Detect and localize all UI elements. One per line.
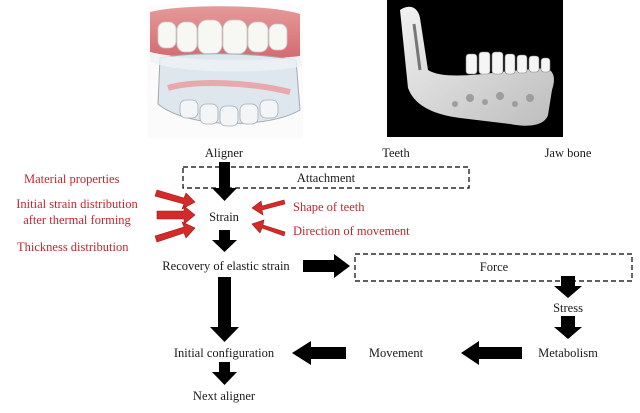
factor-material-properties: Material properties [24,172,120,186]
arrow-recovery-to-initial-config [210,277,239,342]
node-stress: Stress [553,301,583,315]
node-force: Force [479,260,509,274]
attachment-box [182,166,470,189]
jaw-bone-illustration [387,0,563,137]
arrow-force-to-stress [554,276,582,298]
arrow-initial-config-to-next [212,362,237,385]
factor-arrow-shape [251,199,286,216]
caption-aligner: Aligner [204,146,244,160]
factor-initial-strain-line1: Initial strain distribution [16,197,138,211]
factor-arrow-thickness [154,221,196,243]
node-recovery-of-elastic-strain: Recovery of elastic strain [162,259,290,273]
node-initial-configuration: Initial configuration [173,346,275,360]
node-movement: Movement [368,346,424,360]
caption-teeth: Teeth [382,146,410,160]
caption-jaw-bone: Jaw bone [544,146,592,160]
node-next-aligner: Next aligner [192,389,256,403]
arrow-aligner-to-strain [212,162,237,201]
factor-thickness-distribution: Thickness distribution [17,240,129,254]
arrow-recovery-to-force [303,254,350,278]
factor-arrow-initial-strain [156,205,196,225]
arrow-metabolism-to-movement [461,341,522,365]
node-strain: Strain [209,210,239,224]
arrow-strain-to-recovery [212,230,237,252]
factor-shape-of-teeth: Shape of teeth [293,200,365,214]
factor-initial-strain: Initial strain distribution after therma… [2,197,152,227]
arrow-stress-to-metabolism [554,316,582,339]
node-attachment: Attachment [296,171,356,185]
factor-arrow-material [154,189,196,210]
force-box [354,253,633,282]
factor-direction-of-movement: Direction of movement [293,224,410,238]
node-metabolism: Metabolism [538,346,598,360]
aligner-illustration [147,6,303,138]
factor-initial-strain-line2: after thermal forming [23,213,131,227]
factor-arrow-direction [251,219,286,237]
arrow-movement-to-initial-config [292,341,346,365]
